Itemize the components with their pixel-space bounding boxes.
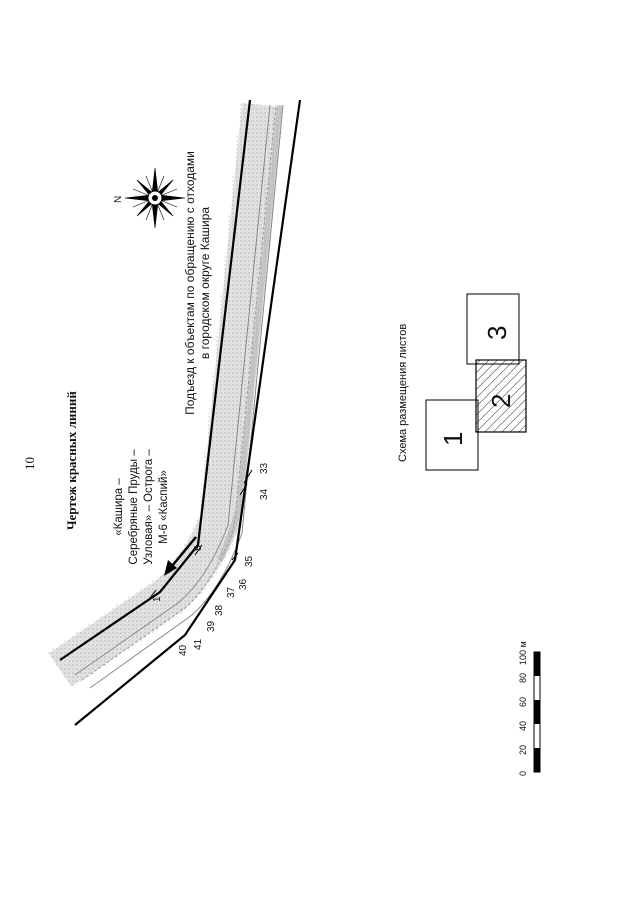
direction-line2: Серебряные Пруды –: [128, 449, 140, 565]
sheet-layout-title: Схема размещения листов: [397, 323, 409, 462]
sheet-box-2: [475, 359, 527, 433]
point-label: 38: [214, 604, 225, 616]
scale-tick-label: 100 м: [518, 641, 528, 665]
point-label: 41: [193, 638, 204, 650]
scale-tick-label: 0: [518, 770, 528, 776]
scale-tick-label: 80: [518, 672, 528, 683]
compass-north-label: N: [113, 195, 124, 203]
red-line-upper: [59, 99, 252, 661]
scale-tick-label: 60: [518, 696, 528, 707]
road-corridor: [47, 102, 284, 689]
road-name: Подъезд к объектам по обращению с отхода…: [183, 148, 213, 418]
point-label: 1: [152, 596, 163, 602]
scale-tick-label: 40: [518, 720, 528, 731]
direction-line3: Узловая» – Острога –: [143, 449, 155, 565]
point-label: 8: [193, 545, 204, 551]
point-label: 34: [259, 488, 270, 500]
point-label: 40: [178, 644, 189, 656]
direction-arrow: [164, 536, 197, 576]
point-label: 39: [206, 620, 217, 632]
compass-rose-icon: [124, 167, 186, 229]
point-label: 33: [259, 462, 270, 474]
direction-label: «Кашира – Серебряные Пруды – Узловая» – …: [112, 432, 172, 582]
red-line-lower: [74, 99, 302, 726]
point-label: 35: [244, 555, 255, 567]
red-lines: [59, 99, 302, 726]
road-name-line2: в городском округе Кашира: [198, 206, 212, 360]
sheet-layout-schema: [425, 293, 527, 471]
sheet-number-3: 3: [482, 325, 512, 340]
scale-tick-label: 20: [518, 744, 528, 755]
sheet-box-1: [425, 399, 479, 471]
direction-line4: М-6 «Каспий»: [158, 470, 170, 544]
road-name-line1: Подъезд к объектам по обращению с отхода…: [183, 151, 197, 415]
scale-bar: [533, 651, 541, 773]
sheet-box-3: [466, 293, 520, 365]
sheet-number-2: 2: [486, 393, 516, 408]
point-label: 36: [238, 578, 249, 590]
sheet-number-1: 1: [438, 431, 468, 446]
point-label: 37: [226, 586, 237, 598]
direction-line1: «Кашира –: [113, 478, 125, 536]
